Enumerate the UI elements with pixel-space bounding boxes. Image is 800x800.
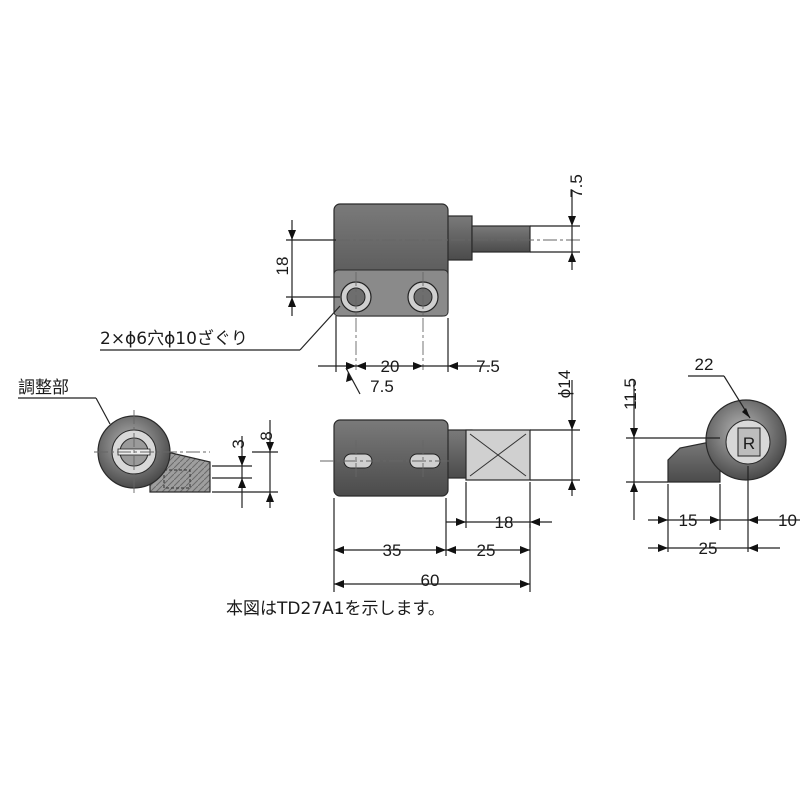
right-side-view: R 11.5 22 15 10 25	[621, 355, 800, 558]
top-view: 7.5 18 2×ϕ6穴ϕ10ざぐり 20 7.5 7.5	[100, 174, 586, 396]
dim-top-20: 20	[381, 357, 400, 376]
dim-top-7-5-lower: 7.5	[370, 377, 394, 396]
front-body	[333, 419, 449, 497]
dim-top-18: 18	[273, 257, 292, 276]
dim-front-25: 25	[477, 541, 496, 560]
dim-front-18: 18	[495, 513, 514, 532]
front-square-shaft	[465, 429, 531, 481]
dim-right-11-5: 11.5	[621, 378, 640, 410]
top-shaft	[471, 225, 531, 253]
dim-right-15: 15	[679, 511, 698, 530]
dim-side-8: 8	[257, 431, 276, 440]
caption: 本図はTD27A1を示します。	[226, 599, 445, 619]
dim-phi14: ϕ14	[555, 370, 574, 398]
dim-side-3: 3	[229, 439, 248, 448]
left-side-view: 調整部 3 8	[18, 378, 278, 508]
dim-right-r: R	[743, 434, 755, 453]
hole-leader	[299, 305, 341, 351]
dim-right-25: 25	[699, 539, 718, 558]
hole-callout: 2×ϕ6穴ϕ10ざぐり	[100, 328, 248, 349]
dim-front-60: 60	[421, 571, 440, 590]
dim-top-7-5: 7.5	[567, 174, 586, 198]
dim-right-22: 22	[695, 355, 714, 374]
dim-right-10: 10	[778, 511, 797, 530]
dim-top-7-5-right: 7.5	[476, 357, 500, 376]
adjust-label: 調整部	[18, 378, 69, 398]
top-shaft-collar	[445, 215, 473, 261]
front-view: ϕ14 18 35 25 60	[320, 370, 580, 592]
dim-front-35: 35	[383, 541, 402, 560]
